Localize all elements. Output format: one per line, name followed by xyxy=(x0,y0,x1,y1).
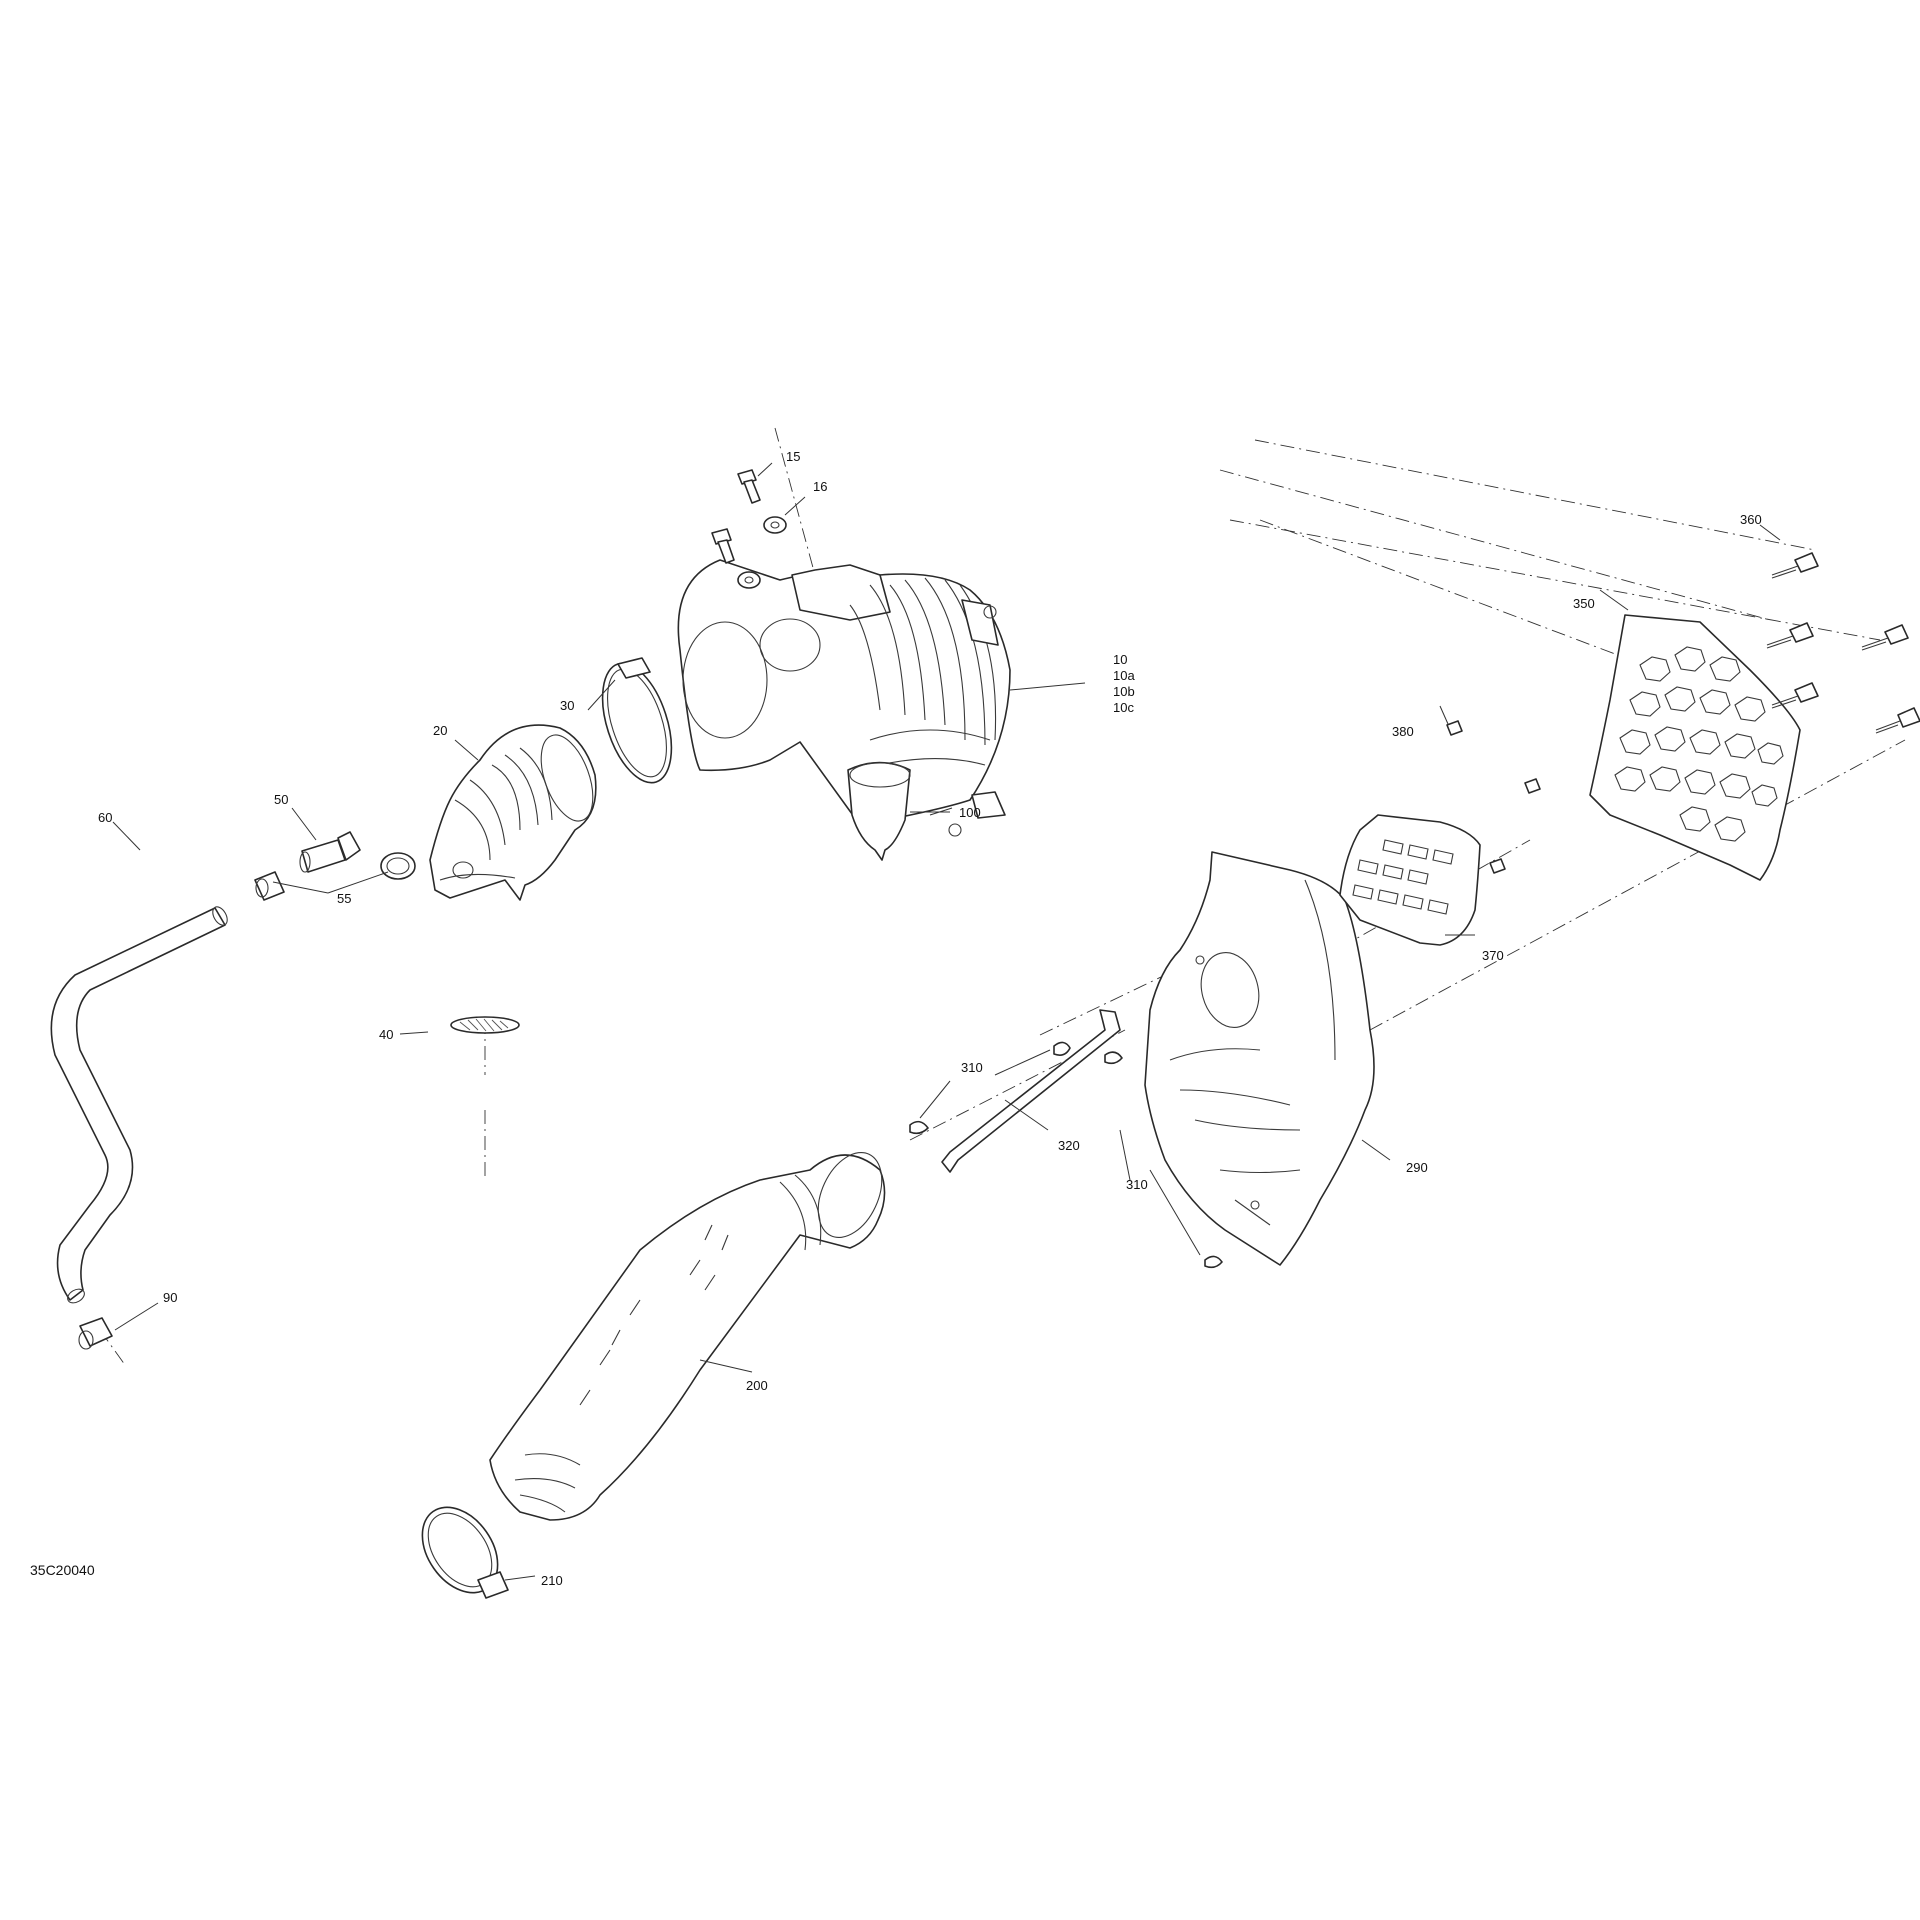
callout-200: 200 xyxy=(746,1378,768,1393)
callout-15: 15 xyxy=(786,449,800,464)
callout-210: 210 xyxy=(541,1573,563,1588)
callout-350: 350 xyxy=(1573,596,1595,611)
grille-mesh xyxy=(1614,646,1784,842)
callout-10c: 10c xyxy=(1113,700,1134,715)
screw-360-b[interactable] xyxy=(1766,622,1814,649)
callout-40: 40 xyxy=(379,1027,393,1042)
callout-90: 90 xyxy=(163,1290,177,1305)
callout-20: 20 xyxy=(433,723,447,738)
hose-clamp-55-right[interactable] xyxy=(380,852,416,880)
callout-310-upper: 310 xyxy=(961,1060,983,1075)
bolt-15[interactable] xyxy=(737,469,761,504)
screw-380-a[interactable] xyxy=(1446,720,1463,736)
air-filter-housing[interactable] xyxy=(677,559,1011,837)
screw-360-d[interactable] xyxy=(1771,682,1819,709)
callout-310-lower: 310 xyxy=(1126,1177,1148,1192)
push-fastener-310-lower[interactable] xyxy=(1204,1255,1223,1269)
screw-360-e[interactable] xyxy=(1875,707,1920,734)
callout-16: 16 xyxy=(813,479,827,494)
callout-360: 360 xyxy=(1740,512,1762,527)
hose-clamp-30[interactable] xyxy=(589,655,684,791)
support-rod-320[interactable] xyxy=(941,1009,1121,1173)
callout-30: 30 xyxy=(560,698,574,713)
breather-hose-60[interactable] xyxy=(50,904,230,1305)
elbow-fitting-50[interactable] xyxy=(299,831,361,873)
hose-clamp-90[interactable] xyxy=(78,1317,113,1350)
callout-290: 290 xyxy=(1406,1160,1428,1175)
push-fastener-310-side[interactable] xyxy=(1104,1051,1123,1065)
callout-50: 50 xyxy=(274,792,288,807)
washer-16[interactable] xyxy=(763,516,787,534)
grille-350[interactable] xyxy=(1589,614,1801,881)
callout-60: 60 xyxy=(98,810,112,825)
bolt-15-second[interactable] xyxy=(711,528,735,564)
intake-duct-200[interactable] xyxy=(489,1142,894,1521)
inner-screen-370[interactable] xyxy=(1339,814,1481,946)
washer-16-second[interactable] xyxy=(737,571,761,589)
callout-10b: 10b xyxy=(1113,684,1135,699)
drawing-reference-code: 35C20040 xyxy=(30,1562,95,1578)
intake-elbow-boot-20[interactable] xyxy=(429,724,603,901)
hose-clamp-210[interactable] xyxy=(407,1493,513,1607)
callout-55: 55 xyxy=(337,891,351,906)
callout-10a: 10a xyxy=(1113,668,1135,683)
assembly-axis-lines xyxy=(99,427,1906,1366)
inner-screen-slots xyxy=(1352,839,1454,915)
front-panel-290[interactable] xyxy=(1144,851,1375,1266)
screw-380-b[interactable] xyxy=(1524,778,1541,794)
callout-380: 380 xyxy=(1392,724,1414,739)
callout-320: 320 xyxy=(1058,1138,1080,1153)
callout-370: 370 xyxy=(1482,948,1504,963)
leader-lines xyxy=(112,462,1781,1581)
screw-360-a[interactable] xyxy=(1771,552,1819,579)
callout-10: 10 xyxy=(1113,652,1127,667)
grommet-40[interactable] xyxy=(450,1016,520,1034)
push-fastener-310-upper[interactable] xyxy=(1053,1041,1071,1056)
screw-360-c[interactable] xyxy=(1861,624,1909,651)
drain-valve-100[interactable] xyxy=(847,761,911,861)
callout-100: 100 xyxy=(959,805,981,820)
callout-labels: 10 10a 10b 10c 15 16 20 30 40 50 55 60 9… xyxy=(30,449,1762,1588)
screw-380-c[interactable] xyxy=(1489,858,1506,874)
push-fastener-310-middle[interactable] xyxy=(909,1120,929,1135)
hose-clamp-55-left[interactable] xyxy=(254,871,285,901)
